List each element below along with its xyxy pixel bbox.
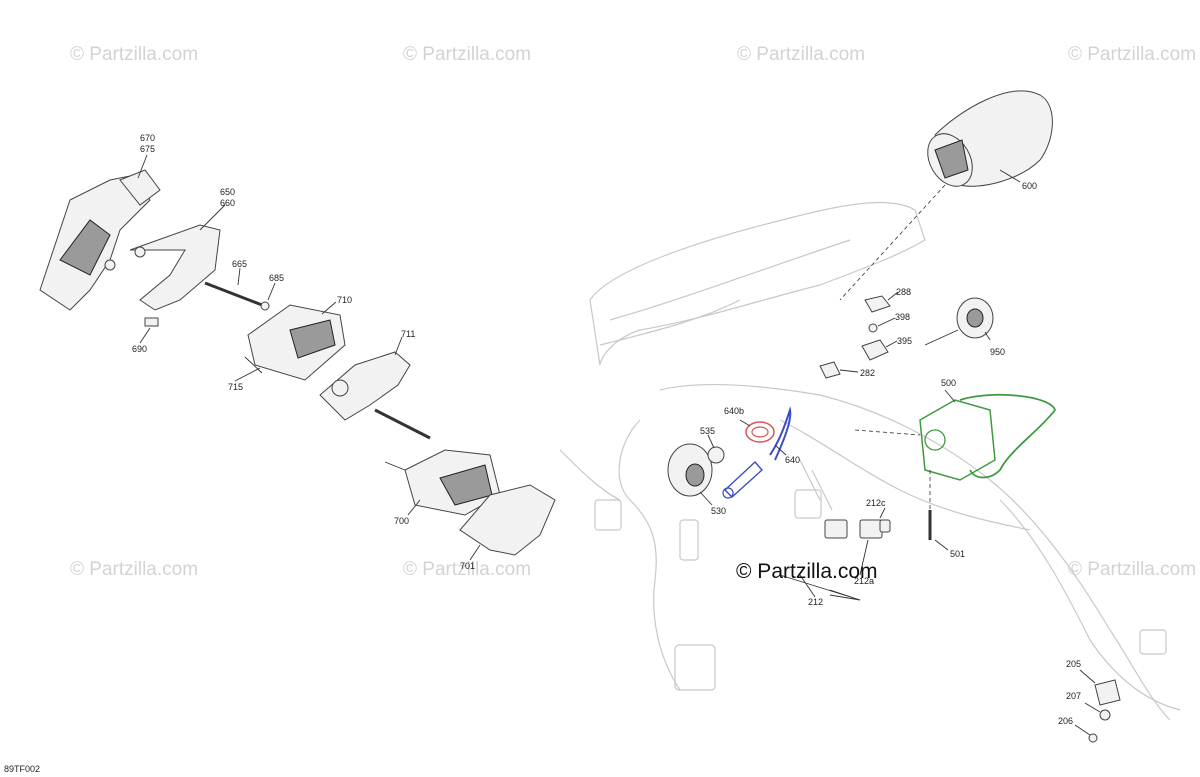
label-665[interactable]: 665 [232, 259, 247, 269]
part-288-clip [864, 291, 899, 313]
label-501[interactable]: 501 [950, 549, 965, 559]
label-650[interactable]: 650 [220, 187, 235, 197]
label-690[interactable]: 690 [132, 344, 147, 354]
part-715-screw [234, 367, 261, 382]
part-600-cover [839, 90, 1053, 301]
label-398[interactable]: 398 [895, 312, 910, 322]
label-675[interactable]: 675 [140, 144, 155, 154]
part-535-nut [707, 434, 725, 464]
label-205[interactable]: 205 [1066, 659, 1081, 669]
label-212c[interactable]: 212c [866, 498, 886, 508]
watermark-text: © Partzilla.com [737, 44, 865, 65]
label-395[interactable]: 395 [897, 336, 912, 346]
part-bolt-700 [374, 408, 431, 440]
part-670-bracket [39, 154, 161, 311]
part-685-washer [260, 282, 276, 311]
watermark-text: © Partzilla.com [1068, 559, 1196, 580]
part-640b-shape [745, 421, 775, 443]
label-207[interactable]: 207 [1066, 691, 1081, 701]
part-640-blue-spring [722, 406, 792, 499]
watermark-text: © Partzilla.com [403, 44, 531, 65]
figure-code: 89TF002 [4, 764, 40, 774]
label-715[interactable]: 715 [228, 382, 243, 392]
label-700[interactable]: 700 [394, 516, 409, 526]
partzilla-watermark-main: © Partzilla.com [736, 560, 878, 583]
watermark-text: © Partzilla.com [403, 559, 531, 580]
watermarks: © Partzilla.com © Partzilla.com © Partzi… [70, 44, 1196, 580]
part-282-clip [819, 361, 859, 379]
watermark-text: © Partzilla.com [70, 559, 198, 580]
label-212a[interactable]: 212a [854, 576, 874, 586]
part-950-socket [924, 297, 994, 346]
part-number-labels: 670 675 650 660 665 685 710 690 715 711 … [132, 133, 1081, 726]
part-206-screw [1074, 724, 1098, 743]
label-288[interactable]: 288 [896, 287, 911, 297]
label-600[interactable]: 600 [1022, 181, 1037, 191]
label-640b[interactable]: 640b [724, 406, 744, 416]
part-700-module [384, 449, 501, 516]
label-660[interactable]: 660 [220, 198, 235, 208]
label-640[interactable]: 640 [785, 455, 800, 465]
watermark-text: © Partzilla.com [1068, 44, 1196, 65]
label-701[interactable]: 701 [460, 561, 475, 571]
handlebar-outline [559, 201, 1181, 721]
part-395-clamp [861, 339, 898, 361]
part-650-arm [104, 204, 226, 344]
label-212[interactable]: 212 [808, 597, 823, 607]
label-710[interactable]: 710 [337, 295, 352, 305]
part-710-module [244, 301, 346, 381]
part-711-bracket [319, 336, 411, 421]
label-206[interactable]: 206 [1058, 716, 1073, 726]
part-640b-red [739, 419, 775, 443]
label-282[interactable]: 282 [860, 368, 875, 378]
label-950[interactable]: 950 [990, 347, 1005, 357]
label-500[interactable]: 500 [941, 378, 956, 388]
label-685[interactable]: 685 [269, 273, 284, 283]
watermark-text: © Partzilla.com [70, 44, 198, 65]
part-500-green [854, 389, 1057, 510]
part-398-screw [868, 317, 896, 333]
label-530[interactable]: 530 [711, 506, 726, 516]
label-711[interactable]: 711 [401, 329, 415, 339]
part-701-bracket [459, 484, 556, 561]
part-530-switch [667, 443, 713, 506]
label-670[interactable]: 670 [140, 133, 155, 143]
part-212-connector [779, 507, 891, 601]
label-535[interactable]: 535 [700, 426, 715, 436]
part-501-pin [928, 510, 949, 551]
part-207-nut [1084, 702, 1111, 721]
part-205-bracket [1079, 669, 1121, 706]
part-665-bolt [204, 267, 263, 307]
